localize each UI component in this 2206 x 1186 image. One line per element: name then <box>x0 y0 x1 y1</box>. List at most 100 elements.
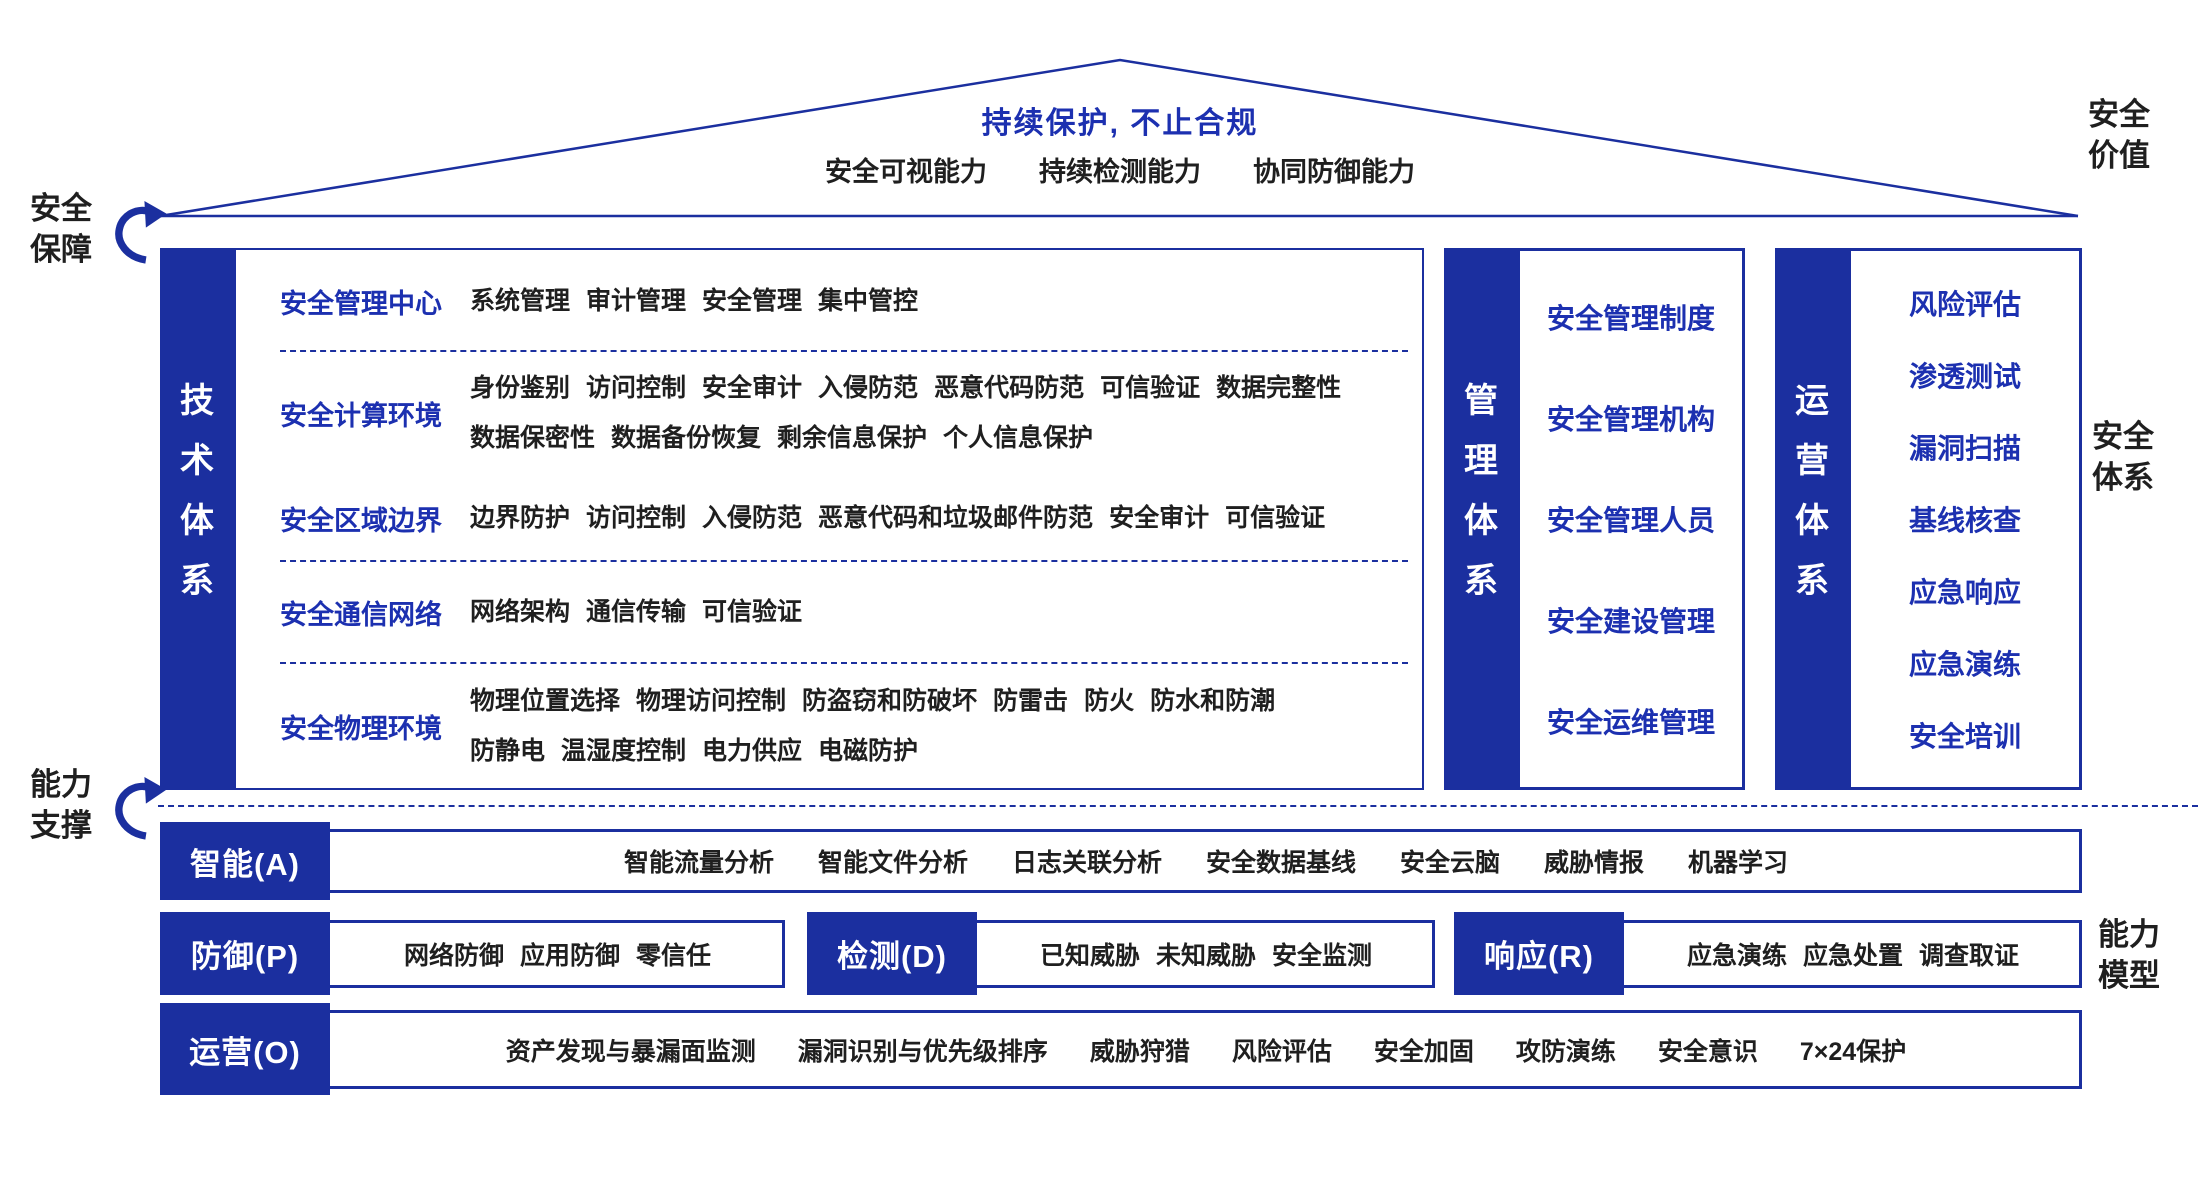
tech-item: 访问控制 <box>586 374 687 402</box>
tech-item: 个人信息保护 <box>943 424 1094 452</box>
technical-system-bar: 技术体系 <box>160 248 234 790</box>
tech-row-items: 边界防护访问控制入侵防范恶意代码和垃圾邮件防范安全审计可信验证 <box>470 495 1325 541</box>
detection-items: 已知威胁未知威胁安全监测 <box>977 920 1435 988</box>
bar-char: 系 <box>180 562 214 600</box>
label-line: 安全 <box>2092 419 2154 454</box>
management-item: 安全管理机构 <box>1546 404 1715 436</box>
tech-row-items: 身份鉴别访问控制安全审计入侵防范恶意代码防范可信验证数据完整性 数据保密性数据备… <box>470 365 1341 461</box>
intelligence-item: 安全数据基线 <box>1205 849 1356 877</box>
dashed-divider <box>280 560 1408 562</box>
tech-item: 安全管理 <box>702 287 803 315</box>
roof-capability-item: 安全可视能力 <box>825 157 987 187</box>
tech-item: 审计管理 <box>586 287 687 315</box>
roof-capability-item: 协同防御能力 <box>1253 157 1415 187</box>
operations-item: 安全培训 <box>1908 721 2021 752</box>
response-items: 应急演练应急处置调查取证 <box>1624 920 2082 988</box>
tech-item: 防盗窃和防破坏 <box>802 687 978 715</box>
dashed-divider <box>280 350 1408 352</box>
bar-char: 技 <box>180 382 214 420</box>
tech-item: 数据备份恢复 <box>611 424 762 452</box>
operations-item: 渗透测试 <box>1908 361 2021 392</box>
operation-items: 资产发现与暴漏面监测漏洞识别与优先级排序威胁狩猎风险评估安全加固攻防演练安全意识… <box>330 1010 2082 1089</box>
label-security-system: 安全体系 <box>2092 416 2154 498</box>
dashed-divider <box>280 662 1408 664</box>
tech-item: 剩余信息保护 <box>777 424 928 452</box>
defense-item: 应用防御 <box>519 942 620 970</box>
operation-label: 运营(O) <box>160 1003 330 1095</box>
bar-char: 体 <box>180 502 214 540</box>
label-capability-model: 能力模型 <box>2098 914 2160 996</box>
tech-item: 可信验证 <box>1225 504 1326 532</box>
tech-item: 入侵防范 <box>702 504 803 532</box>
intelligence-item: 安全云脑 <box>1400 849 1501 877</box>
bar-char: 系 <box>1464 562 1498 600</box>
tech-item: 身份鉴别 <box>470 374 571 402</box>
tech-item: 电磁防护 <box>818 737 919 765</box>
label-line: 模型 <box>2098 958 2160 993</box>
intelligence-item: 日志关联分析 <box>1011 849 1162 877</box>
tech-item: 数据保密性 <box>470 424 596 452</box>
tech-item: 安全审计 <box>702 374 803 402</box>
label-line: 能力 <box>2098 917 2160 952</box>
tech-item: 恶意代码和垃圾邮件防范 <box>818 504 1094 532</box>
tech-row-label: 安全区域边界 <box>280 505 442 536</box>
roof-title: 持续保护, 不止合规 <box>981 107 1259 140</box>
management-system-bar: 管理体系 <box>1444 248 1518 790</box>
tech-row-security-management-center: 安全管理中心 系统管理审计管理安全管理集中管控 <box>236 250 1422 352</box>
management-items: 安全管理制度安全管理机构安全管理人员安全建设管理安全运维管理 <box>1520 251 1742 787</box>
tech-item: 防静电 <box>470 737 546 765</box>
detection-item: 未知威胁 <box>1155 942 1256 970</box>
label-line: 支撑 <box>30 808 92 843</box>
tech-row-items: 系统管理审计管理安全管理集中管控 <box>470 278 918 324</box>
tech-item: 可信验证 <box>1100 374 1201 402</box>
label-line: 体系 <box>2092 460 2154 495</box>
label-security-assurance: 安全保障 <box>30 188 92 270</box>
tech-item: 温湿度控制 <box>561 737 687 765</box>
bar-char: 系 <box>1795 562 1829 600</box>
roof-capabilities: 安全可视能力持续检测能力协同防御能力 <box>560 150 1680 189</box>
operations-item: 应急响应 <box>1908 577 2021 608</box>
label-line: 安全 <box>30 191 92 226</box>
operation-item: 漏洞识别与优先级排序 <box>797 1037 1048 1066</box>
tech-row-secure-communication-network: 安全通信网络 网络架构通信传输可信验证 <box>236 562 1422 662</box>
capability-dashed-divider <box>158 805 2198 807</box>
operations-items: 风险评估渗透测试漏洞扫描基线核查应急响应应急演练安全培训 <box>1851 251 2079 787</box>
tech-item: 防水和防潮 <box>1150 687 1276 715</box>
response-item: 调查取证 <box>1919 942 2020 970</box>
management-item: 安全管理制度 <box>1546 303 1715 335</box>
label-line: 安全 <box>2088 97 2150 132</box>
intelligence-item: 威胁情报 <box>1544 849 1645 877</box>
operations-item: 基线核查 <box>1908 505 2021 536</box>
defense-items: 网络防御应用防御零信任 <box>330 920 785 988</box>
tech-item: 物理位置选择 <box>470 687 621 715</box>
tech-row-label: 安全物理环境 <box>280 713 442 744</box>
bar-char: 运 <box>1795 382 1829 420</box>
bar-char: 管 <box>1464 382 1498 420</box>
response-item: 应急演练 <box>1686 942 1787 970</box>
operation-item: 安全加固 <box>1373 1037 1474 1066</box>
intelligence-items: 智能流量分析智能文件分析日志关联分析安全数据基线安全云脑威胁情报机器学习 <box>330 829 2082 893</box>
tech-item: 数据完整性 <box>1216 374 1342 402</box>
tech-row-items: 物理位置选择物理访问控制防盗窃和防破坏防雷击防火防水和防潮 防静电温湿度控制电力… <box>470 678 1275 774</box>
tech-item: 恶意代码防范 <box>934 374 1085 402</box>
curved-arrow-icon <box>115 777 167 840</box>
label-security-value: 安全价值 <box>2088 94 2150 176</box>
defense-item: 网络防御 <box>403 942 504 970</box>
tech-item: 边界防护 <box>470 504 571 532</box>
tech-item: 入侵防范 <box>818 374 919 402</box>
defense-item: 零信任 <box>636 942 712 970</box>
bar-char: 理 <box>1464 442 1498 480</box>
operation-row-box <box>160 1010 2082 1089</box>
tech-row-label: 安全计算环境 <box>280 400 442 431</box>
detection-item: 安全监测 <box>1272 942 1373 970</box>
tech-item: 安全审计 <box>1109 504 1210 532</box>
operations-item: 漏洞扫描 <box>1908 433 2021 464</box>
tech-row-secure-physical-environment: 安全物理环境 物理位置选择物理访问控制防盗窃和防破坏防雷击防火防水和防潮 防静电… <box>236 664 1422 788</box>
curved-arrow-icon <box>115 201 167 264</box>
tech-item: 防雷击 <box>993 687 1069 715</box>
management-item: 安全运维管理 <box>1546 706 1715 738</box>
bar-char: 体 <box>1464 502 1498 540</box>
intelligence-item: 机器学习 <box>1688 849 1789 877</box>
operations-item: 风险评估 <box>1908 289 2021 320</box>
